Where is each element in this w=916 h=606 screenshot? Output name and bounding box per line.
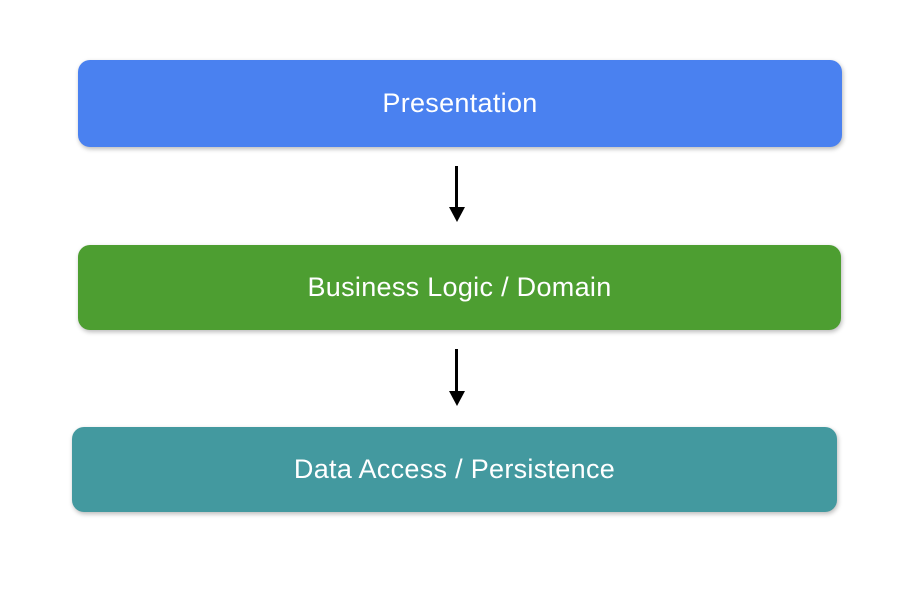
layer-box-presentation: Presentation bbox=[78, 60, 842, 147]
layer-label-business-logic: Business Logic / Domain bbox=[307, 272, 612, 302]
down-arrow-icon bbox=[448, 166, 465, 222]
layer-label-data-access: Data Access / Persistence bbox=[293, 454, 616, 484]
arrow-head bbox=[448, 391, 465, 406]
layer-box-business-logic: Business Logic / Domain bbox=[78, 245, 841, 330]
layer-label-presentation: Presentation bbox=[382, 88, 538, 118]
layer-box-data-access: Data Access / Persistence bbox=[72, 427, 837, 512]
arrow-head bbox=[448, 207, 465, 222]
arrow-shaft bbox=[455, 349, 458, 391]
arrow-shaft bbox=[455, 166, 458, 207]
down-arrow-icon bbox=[448, 349, 465, 406]
